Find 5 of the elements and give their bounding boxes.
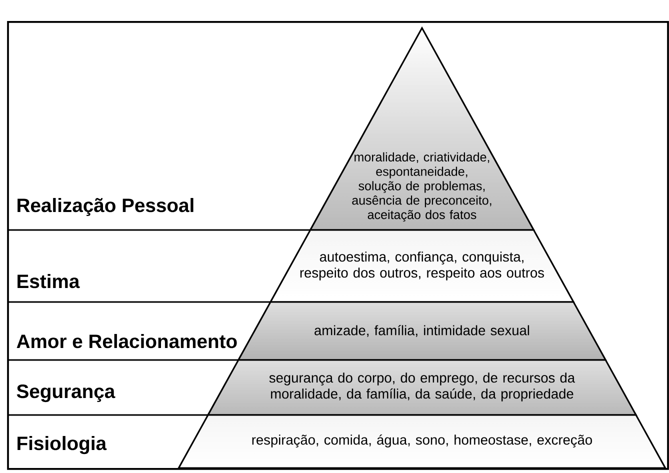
level-label: Fisiologia [18, 436, 107, 454]
level-label: Segurança [16, 384, 116, 402]
level-label: Amor e Relacionamento [16, 334, 237, 348]
level-label: Estima [18, 274, 80, 288]
level-label: Realização Pessoal [18, 198, 194, 216]
